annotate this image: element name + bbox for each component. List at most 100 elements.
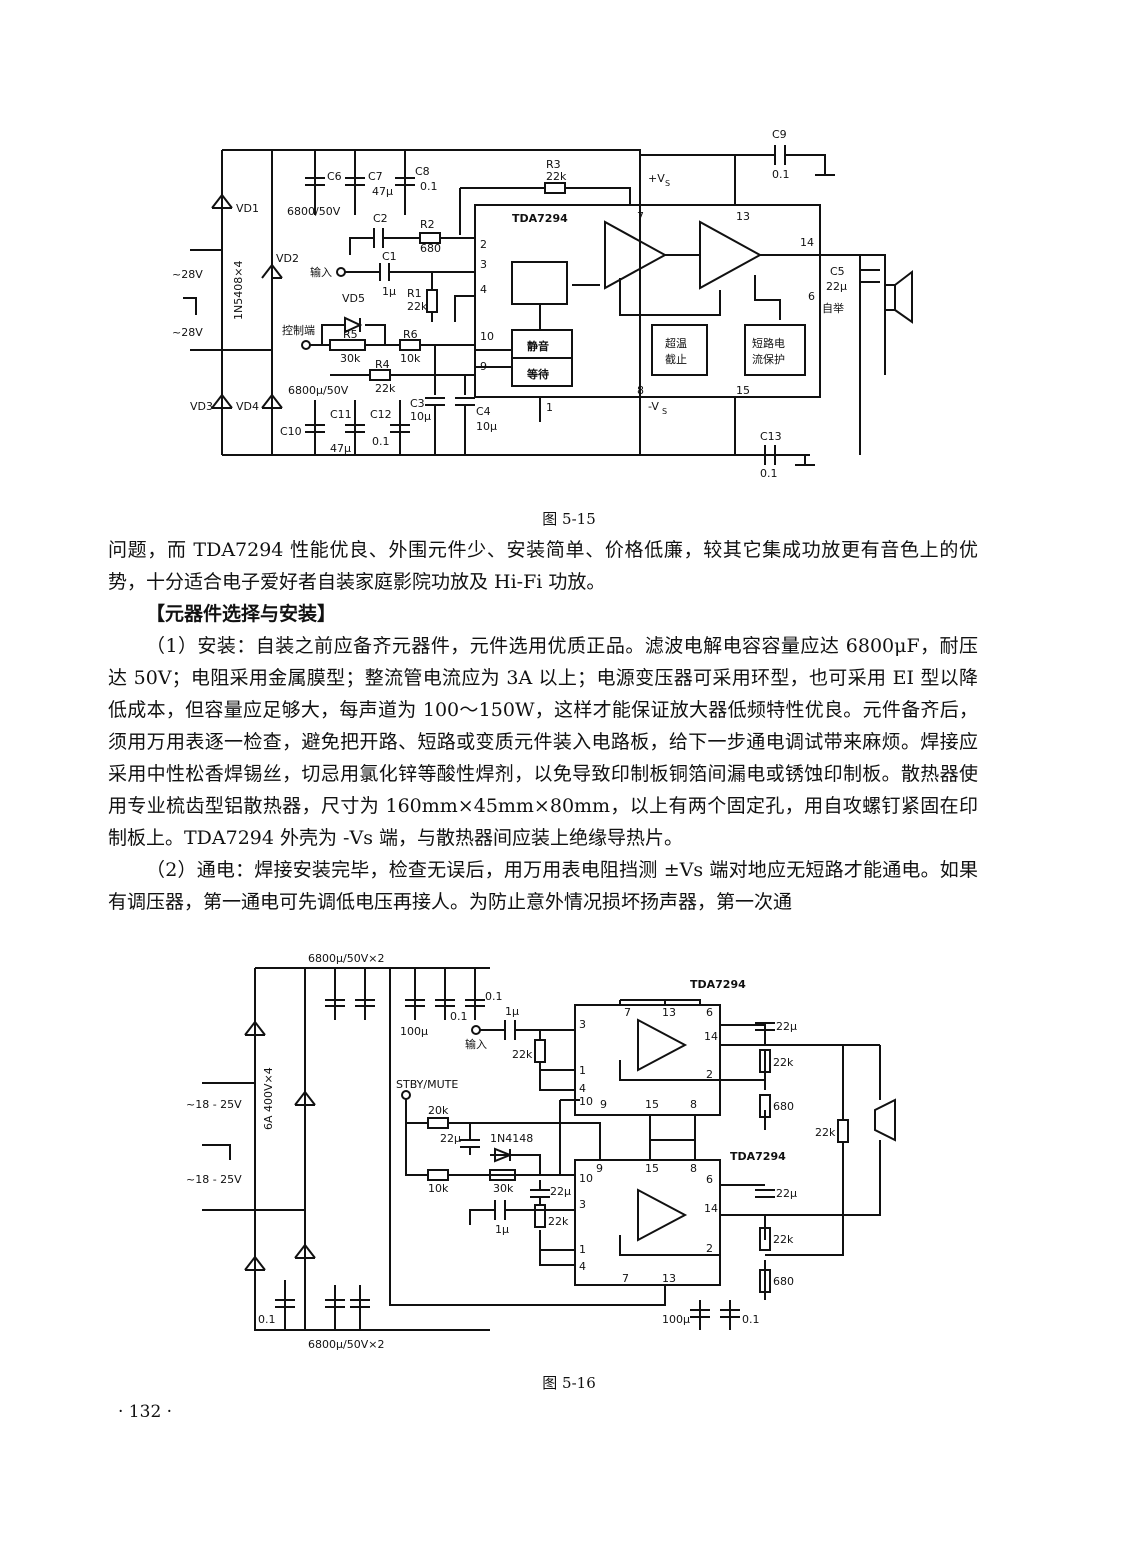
label-mute: 静音 — [527, 339, 549, 353]
pin-b3: 3 — [579, 1198, 586, 1211]
pin-8: 8 — [637, 384, 644, 397]
pin-13: 13 — [736, 210, 750, 223]
pin-b8: 8 — [690, 1162, 697, 1175]
label-c6v: 6800/50V — [287, 205, 341, 218]
label-r20k: 20k — [428, 1104, 449, 1117]
pin-14: 14 — [800, 236, 814, 249]
label-c1ub: 1μ — [495, 1223, 509, 1236]
label-c5v: 22μ — [826, 280, 847, 293]
page-number: · 132 · — [118, 1402, 173, 1422]
label-bridge: 1N5408×4 — [232, 261, 245, 320]
label-c6: C6 — [327, 170, 342, 183]
pin-a4: 4 — [579, 1082, 586, 1095]
pin-a3: 3 — [579, 1018, 586, 1031]
label-c12v: 0.1 — [372, 435, 390, 448]
label-cap-top: 6800μ/50V×2 — [308, 952, 384, 965]
label-c1: C1 — [382, 250, 397, 263]
pin-a8: 8 — [690, 1098, 697, 1111]
label-thermal-2: 截止 — [665, 352, 687, 366]
label-ac1: ~28V — [172, 268, 203, 281]
label-c01a: 0.1 — [450, 1010, 468, 1023]
label-vs-pos: +V — [648, 172, 665, 185]
label-c22u: 22μ — [440, 1132, 461, 1145]
label-r22kb: 22k — [548, 1215, 569, 1228]
pin-b2: 2 — [706, 1242, 713, 1255]
label-vd4: VD4 — [236, 400, 259, 413]
label-c01b: 0.1 — [485, 990, 503, 1003]
schematic-fig-5-16: 6800μ/50V×2 6800μ/50V×2 TDA7294 TDA7294 … — [186, 952, 896, 1351]
pin-9: 9 — [480, 360, 487, 373]
label-vd3: VD3 — [190, 400, 213, 413]
pin-6: 6 — [808, 290, 815, 303]
label-input: 输入 — [465, 1037, 487, 1051]
body-text: 问题，而 TDA7294 性能优良、外围元件少、安装简单、价格低廉，较其它集成功… — [108, 534, 978, 918]
pin-b1: 1 — [579, 1243, 586, 1256]
label-rbridge: 22k — [815, 1126, 836, 1139]
pin-a13: 13 — [662, 1006, 676, 1019]
pin-7: 7 — [637, 210, 644, 223]
label-c13: C13 — [760, 430, 782, 443]
label-vd2: VD2 — [276, 252, 299, 265]
label-c10v: 6800μ/50V — [288, 384, 349, 397]
pin-a7: 7 — [624, 1006, 631, 1019]
label-vs-pos-sub: S — [665, 179, 670, 188]
label-vs-neg: -V — [648, 400, 659, 413]
label-c3: C3 — [410, 397, 425, 410]
label-r3v: 22k — [546, 170, 567, 183]
label-ctrl: 控制端 — [282, 323, 315, 337]
label-c7: C7 — [368, 170, 383, 183]
schematic-fig-5-15: VD1 VD2 VD3 VD4 1N5408×4 ~28V ~28V C6 68… — [172, 128, 913, 480]
label-ic2: TDA7294 — [730, 1150, 786, 1163]
label-c3v: 10μ — [410, 410, 431, 423]
label-short-2: 流保护 — [752, 352, 785, 366]
label-r1: R1 — [407, 287, 422, 300]
label-r6v: 10k — [400, 352, 421, 365]
pin-b9: 9 — [596, 1162, 603, 1175]
label-c5: C5 — [830, 265, 845, 278]
label-c9v: 0.1 — [772, 168, 790, 181]
label-r30k: 30k — [493, 1182, 514, 1195]
label-c9: C9 — [772, 128, 787, 141]
label-c2: C2 — [373, 212, 388, 225]
label-r10k: 10k — [428, 1182, 449, 1195]
pin-10: 10 — [480, 330, 494, 343]
paragraph-3: （2）通电：焊接安装完毕，检查无误后，用万用表电阻挡测 ±Vs 端对地应无短路才… — [108, 859, 978, 913]
label-r4: R4 — [375, 358, 390, 371]
label-r1v: 22k — [407, 300, 428, 313]
pin-a14: 14 — [704, 1030, 718, 1043]
label-vd5: VD5 — [342, 292, 365, 305]
label-c01c: 0.1 — [258, 1313, 276, 1326]
label-ic: TDA7294 — [512, 212, 568, 225]
label-c4v: 10μ — [476, 420, 497, 433]
label-c22uo2: 22μ — [776, 1187, 797, 1200]
label-r22ka: 22k — [512, 1048, 533, 1061]
label-c100a: 100μ — [400, 1025, 428, 1038]
pin-a1: 1 — [579, 1064, 586, 1077]
label-c7v: 47μ — [372, 185, 393, 198]
paragraph-1: 问题，而 TDA7294 性能优良、外围元件少、安装简单、价格低廉，较其它集成功… — [108, 539, 978, 593]
paragraph-2: （1）安装：自装之前应备齐元器件，元件选用优质正品。滤波电解电容容量应达 680… — [108, 635, 978, 849]
figure-caption-5-15: 图 5-15 — [542, 510, 596, 528]
label-r2v: 680 — [420, 242, 441, 255]
label-cap-bot: 6800μ/50V×2 — [308, 1338, 384, 1351]
figure-caption-5-16: 图 5-16 — [542, 1374, 596, 1392]
label-d: 1N4148 — [490, 1132, 533, 1145]
label-c11: C11 — [330, 408, 352, 421]
label-c22ub: 22μ — [550, 1185, 571, 1198]
label-c8v: 0.1 — [420, 180, 438, 193]
label-selfboot: 自举 — [822, 301, 844, 315]
label-c4: C4 — [476, 405, 491, 418]
label-r2: R2 — [420, 218, 435, 231]
label-short-1: 短路电 — [752, 336, 785, 350]
label-vs-neg-sub: S — [662, 407, 667, 416]
pin-1: 1 — [546, 401, 553, 414]
label-ac2: ~28V — [172, 326, 203, 339]
pin-3: 3 — [480, 258, 487, 271]
label-c100b: 100μ — [662, 1313, 690, 1326]
label-r4v: 22k — [375, 382, 396, 395]
pin-4: 4 — [480, 283, 487, 296]
label-r22ko2: 22k — [773, 1233, 794, 1246]
label-c8: C8 — [415, 165, 430, 178]
pin-a6: 6 — [706, 1006, 713, 1019]
label-vd1: VD1 — [236, 202, 259, 215]
